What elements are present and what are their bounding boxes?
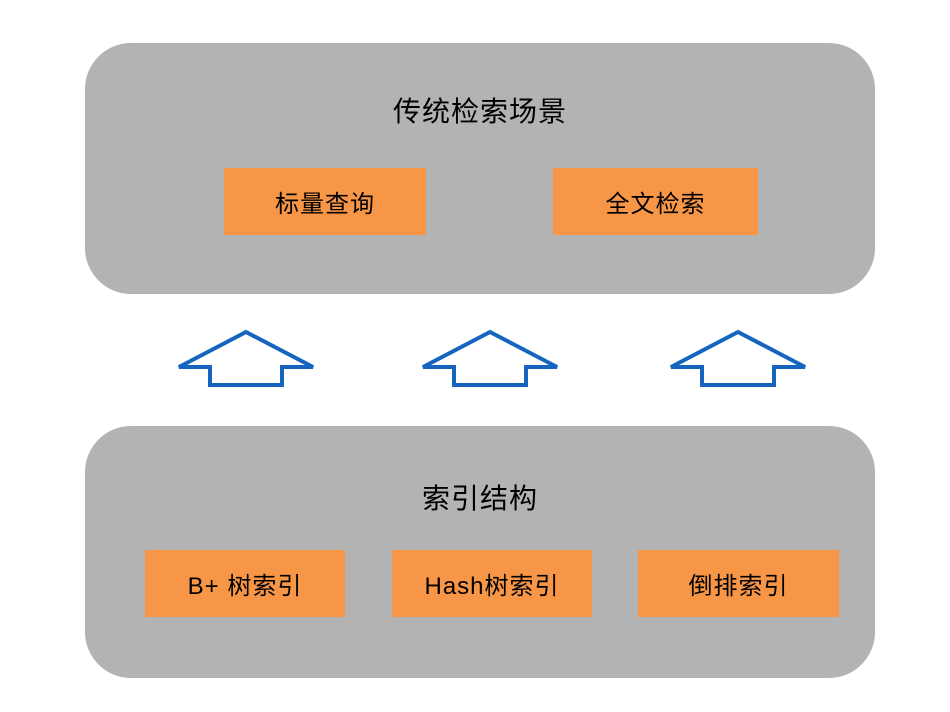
group-index-structures-title: 索引结构 xyxy=(421,483,538,514)
group-traditional-retrieval: 传统检索场景 标量查询 全文检索 xyxy=(85,43,875,294)
group-index-structures: 索引结构 B+ 树索引 Hash树索引 倒排索引 xyxy=(85,426,875,678)
box-inverted-index: 倒排索引 xyxy=(638,550,839,617)
box-scalar-query: 标量查询 xyxy=(224,168,426,235)
up-arrow-icon xyxy=(420,330,560,388)
group-traditional-retrieval-title: 传统检索场景 xyxy=(392,96,567,127)
box-bplus-tree-index: B+ 树索引 xyxy=(145,550,345,617)
box-fulltext-retrieval: 全文检索 xyxy=(553,168,758,235)
up-arrow-icon xyxy=(668,330,808,388)
box-hash-tree-index: Hash树索引 xyxy=(392,550,592,617)
up-arrow-icon xyxy=(176,330,316,388)
